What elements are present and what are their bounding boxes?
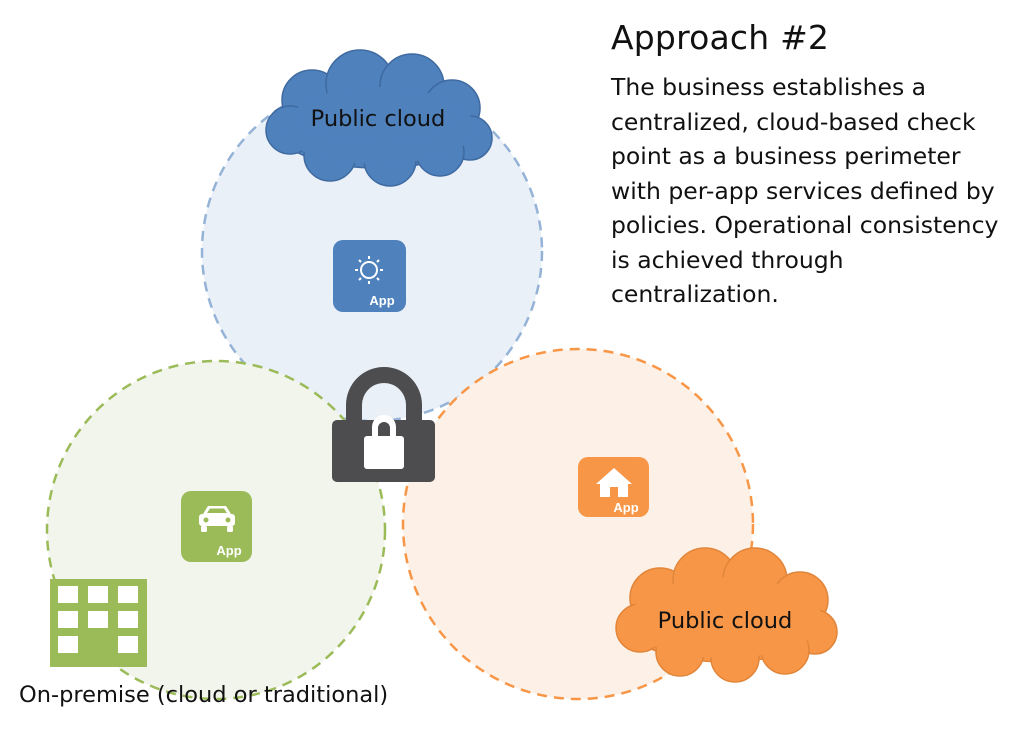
on-premise-label: On-premise (cloud or traditional)	[19, 682, 389, 708]
description-line: is achieved through	[611, 245, 844, 274]
app-tile-left: App	[181, 491, 252, 562]
cloud-label-right: Public cloud	[658, 608, 793, 634]
app-label-right: App	[613, 500, 638, 515]
description-line: centralization.	[611, 280, 779, 308]
app-label-left: App	[216, 543, 241, 558]
description-text: The business establishes a centralized, …	[611, 70, 1011, 312]
description-line: with per-app services defined by	[611, 176, 995, 205]
padlock-icon	[332, 367, 435, 482]
description-line: point as a business perimeter	[611, 142, 961, 170]
description-line: The business establishes a	[611, 73, 927, 101]
sun-icon	[355, 256, 383, 284]
description-line: centralized, cloud-based check	[611, 107, 976, 136]
description-line: policies. Operational consistency	[611, 211, 999, 239]
diagram-title: Approach #2	[611, 18, 830, 57]
app-label-top: App	[369, 293, 394, 308]
app-tile-top: App	[333, 240, 406, 312]
cloud-label-top: Public cloud	[311, 106, 446, 132]
app-tile-right: App	[578, 457, 649, 517]
building-icon	[50, 579, 147, 667]
house-icon	[596, 468, 632, 497]
